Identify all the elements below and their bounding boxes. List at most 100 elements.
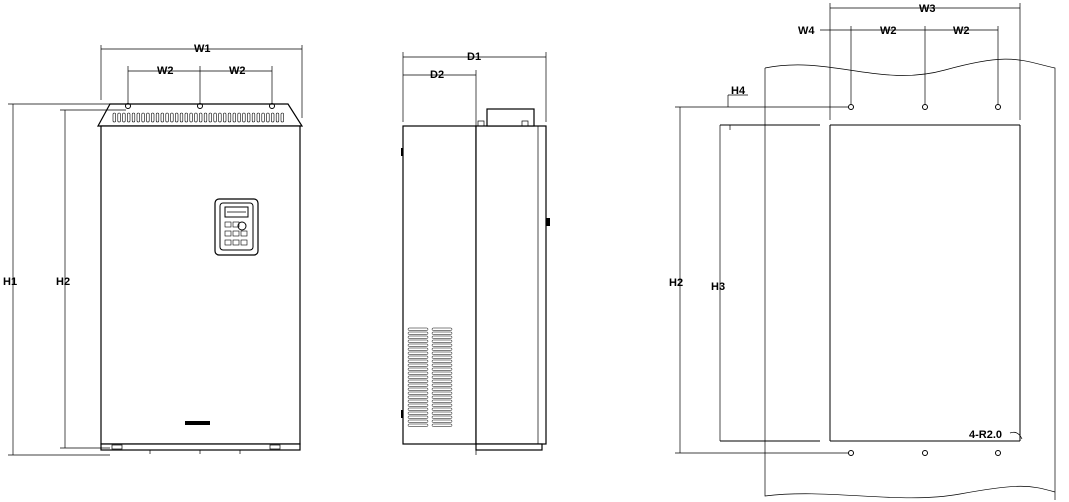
side-vent-slot [407, 379, 429, 383]
vent-slot [131, 112, 136, 123]
vent-slot [165, 112, 169, 123]
front-foot [111, 444, 123, 450]
vent-slot [136, 112, 140, 123]
side-vent-slot [407, 395, 429, 399]
side-vent-slot [407, 387, 429, 391]
mounting-view: W3 W4 W2 W2 H4 H2 H3 4-R2.0 [669, 3, 1056, 500]
vent-slot [256, 112, 260, 123]
vent-slot [199, 112, 203, 123]
front-top-hole [197, 103, 203, 109]
keypad-key [232, 221, 240, 228]
vent-slot [218, 112, 222, 123]
side-hinge [401, 148, 403, 156]
side-vent-slot [431, 347, 453, 351]
front-bottom-marks [149, 450, 241, 454]
front-top-vents [112, 112, 284, 123]
w2-left-label: W2 [157, 65, 174, 77]
side-vent-slot [407, 375, 429, 379]
side-vent-slot [407, 399, 429, 403]
side-vent-slot [407, 367, 429, 371]
side-vent-slot [407, 363, 429, 367]
keypad-key [232, 239, 240, 246]
side-top-tab [521, 120, 529, 127]
vent-slot [208, 112, 212, 123]
mount-hole [995, 104, 1001, 110]
vent-slot [251, 112, 256, 123]
vent-slot [203, 112, 208, 123]
vent-slot [280, 112, 284, 123]
side-vent-slot [431, 387, 453, 391]
side-vent-slot [407, 347, 429, 351]
side-vent-slot [407, 419, 429, 423]
side-vent-slot [407, 383, 429, 387]
side-vent-slot [431, 367, 453, 371]
side-vent-slot [407, 423, 429, 427]
w1-label: W1 [194, 43, 211, 55]
side-top-fan [486, 108, 535, 127]
side-vent-slot [431, 359, 453, 363]
h2-label: H2 [669, 277, 683, 289]
side-vent-slot [431, 371, 453, 375]
hole-note-leader [1009, 431, 1023, 440]
side-vent-slot [407, 391, 429, 395]
side-vent-slot [431, 419, 453, 423]
side-vent-slot [431, 395, 453, 399]
vent-slot [266, 112, 270, 123]
side-vent-slot [431, 339, 453, 343]
mount-hole [848, 104, 854, 110]
h3-label: H3 [711, 281, 725, 293]
w2-right-label: W2 [953, 25, 970, 37]
vent-slot [194, 112, 198, 123]
vent-slot [112, 112, 116, 123]
mount-hole [922, 104, 928, 110]
side-vent-slot [431, 375, 453, 379]
side-vent-slot [407, 411, 429, 415]
vent-slot [189, 112, 193, 123]
side-vent-slot [431, 415, 453, 419]
front-foot [269, 444, 281, 450]
h1-label: H1 [3, 276, 17, 288]
side-vent-slot [407, 403, 429, 407]
side-vent-slot [431, 407, 453, 411]
front-top-hole [125, 103, 131, 109]
vent-slot [117, 112, 121, 123]
side-vent-slot [431, 403, 453, 407]
side-vent-slot [407, 343, 429, 347]
side-vent-slot [407, 355, 429, 359]
h2-label: H2 [56, 276, 70, 288]
vent-slot [271, 112, 275, 123]
vent-slot [227, 112, 232, 123]
side-top-tab [477, 120, 485, 127]
side-vents [407, 327, 453, 427]
w4-label: W4 [798, 25, 815, 37]
side-vent-slot [431, 379, 453, 383]
vent-slot [223, 112, 227, 123]
keypad-key [240, 239, 248, 246]
side-vent-slot [407, 335, 429, 339]
wall-right-outline [764, 58, 1056, 500]
vent-slot [155, 112, 160, 123]
vent-slot [237, 112, 241, 123]
wall-left-outline [764, 68, 1056, 499]
side-vent-slot [407, 339, 429, 343]
vent-slot [213, 112, 217, 123]
front-keypad [214, 198, 259, 256]
side-vent-slot [407, 407, 429, 411]
side-hinge [401, 410, 403, 418]
side-connector [546, 218, 550, 226]
w3-label: W3 [919, 3, 936, 15]
side-vent-slot [431, 331, 453, 335]
w2-left-label: W2 [880, 25, 897, 37]
vent-slot [127, 112, 131, 123]
side-vent-slot [431, 351, 453, 355]
mount-hole [995, 450, 1001, 456]
side-vent-slot [431, 411, 453, 415]
d2-label: D2 [430, 69, 444, 81]
vent-slot [160, 112, 164, 123]
w2-right-label: W2 [229, 65, 246, 77]
front-view: W1 W2 W2 H1 H2 [3, 43, 304, 456]
side-rear-section [475, 125, 547, 445]
side-vent-slot [431, 327, 453, 331]
hole-note-label: 4-R2.0 [969, 429, 1002, 441]
keypad-key [232, 230, 240, 237]
